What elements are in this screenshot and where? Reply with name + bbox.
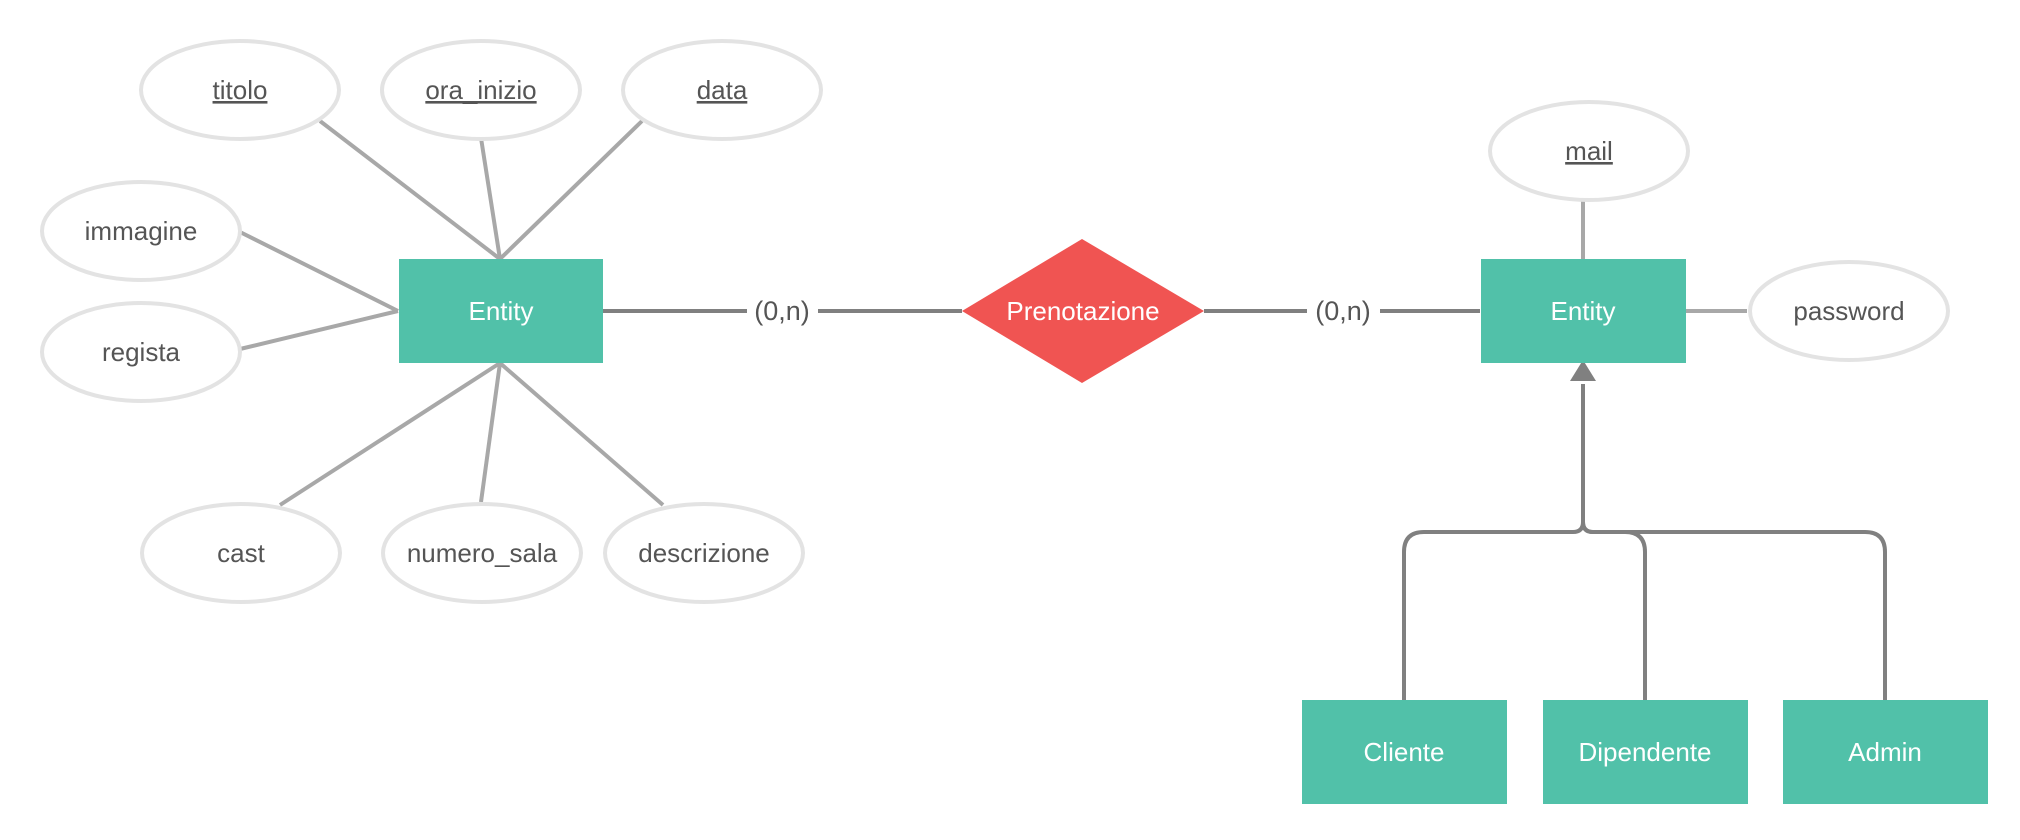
subtype-admin[interactable]: Admin [1783,700,1988,804]
attribute-descrizione[interactable]: descrizione [603,502,805,604]
relationship-connectors: (0,n) (0,n) [603,296,1480,326]
attribute-label-titolo: titolo [213,75,268,105]
left-attribute-lines [239,119,665,507]
line-regista [239,309,399,351]
attribute-label-numero-sala: numero_sala [407,538,558,568]
attribute-titolo[interactable]: titolo [139,39,341,141]
subtype-label-cliente: Cliente [1364,737,1445,767]
attribute-label-data: data [697,75,748,105]
line-data [498,119,644,261]
left-entity[interactable]: Entity [399,259,603,363]
attribute-numero-sala[interactable]: numero_sala [381,502,583,604]
line-numero-sala [479,362,502,503]
right-entity-label: Entity [1550,296,1615,326]
relationship-label: Prenotazione [1006,296,1159,326]
left-cardinality: (0,n) [754,296,810,326]
line-cast [278,361,502,507]
attribute-label-regista: regista [102,337,181,367]
line-titolo [318,119,502,261]
left-entity-label: Entity [468,296,533,326]
line-ora-inizio [479,137,502,260]
subtype-dipendente[interactable]: Dipendente [1543,700,1748,804]
attribute-label-password: password [1793,296,1904,326]
attribute-label-cast: cast [217,538,265,568]
attribute-cast[interactable]: cast [140,502,342,604]
subtype-cliente[interactable]: Cliente [1302,700,1507,804]
generalization-arrowhead [1570,360,1596,381]
right-attribute-lines [1581,200,1747,313]
subtype-label-dipendente: Dipendente [1579,737,1712,767]
attribute-label-descrizione: descrizione [638,538,770,568]
gen-line-cliente [1402,384,1585,700]
gen-line-admin [1581,521,1887,700]
line-immagine [239,230,399,313]
attribute-mail[interactable]: mail [1488,100,1690,202]
attribute-regista[interactable]: regista [40,301,242,403]
subtype-label-admin: Admin [1848,737,1922,767]
attribute-password[interactable]: password [1748,260,1950,362]
attribute-ora-inizio[interactable]: ora_inizio [380,39,582,141]
relationship-prenotazione[interactable]: Prenotazione [962,239,1204,383]
attribute-label-mail: mail [1565,136,1613,166]
attribute-label-immagine: immagine [85,216,198,246]
line-descrizione [498,361,665,507]
attribute-data[interactable]: data [621,39,823,141]
gen-line-dipendente [1581,521,1647,700]
right-entity[interactable]: Entity [1481,259,1686,363]
attribute-immagine[interactable]: immagine [40,180,242,282]
right-cardinality: (0,n) [1315,296,1371,326]
generalization [1402,360,1887,700]
attribute-label-ora-inizio: ora_inizio [425,75,536,105]
